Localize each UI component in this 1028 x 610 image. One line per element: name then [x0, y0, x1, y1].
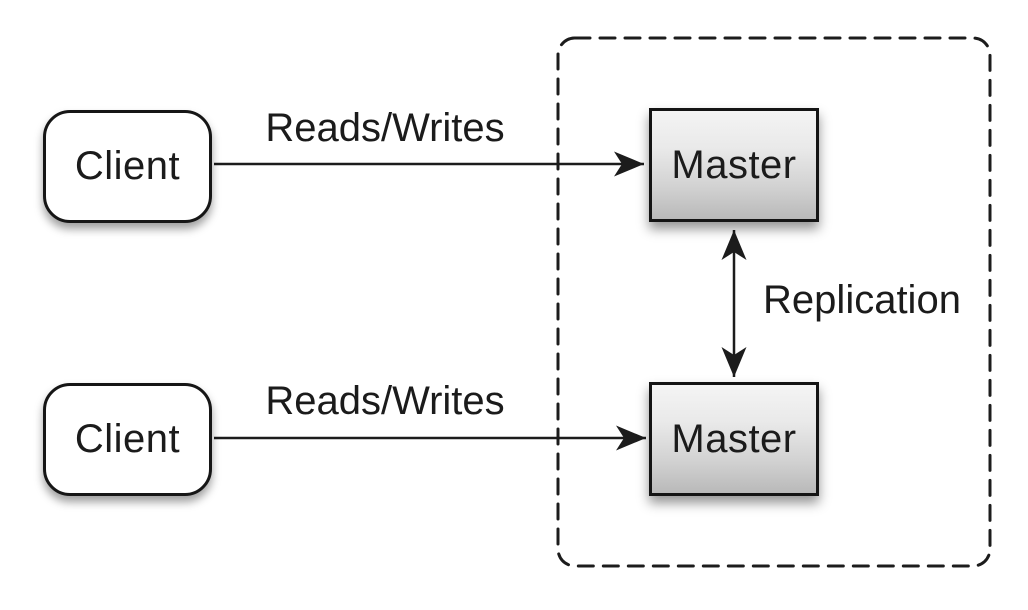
reads-writes-label-bottom: Reads/Writes	[265, 379, 505, 423]
master-node-top: Master	[649, 108, 819, 222]
client-node-bottom-label: Client	[74, 417, 181, 461]
master-node-bottom: Master	[649, 382, 819, 496]
replication-label: Replication	[763, 278, 961, 322]
masters-group-box	[556, 36, 992, 568]
master-node-bottom-label: Master	[671, 416, 797, 461]
client-node-bottom: Client	[43, 383, 212, 496]
reads-writes-label-top: Reads/Writes	[265, 106, 505, 150]
client-node-top-label: Client	[74, 144, 181, 188]
client-node-top: Client	[43, 110, 212, 223]
master-node-top-label: Master	[671, 142, 797, 187]
